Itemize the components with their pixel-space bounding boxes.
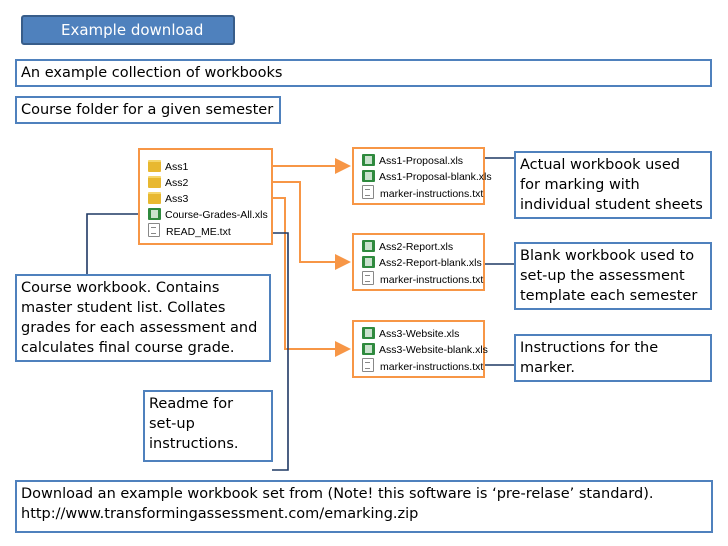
callout-readme: Readme for set-up instructions.	[143, 390, 273, 462]
list-item[interactable]: Ass1-Proposal.xls	[362, 153, 463, 169]
folder-icon	[148, 160, 161, 172]
callout-actual-workbook: Actual workbook used for marking with in…	[514, 151, 712, 219]
course-folder-panel: Ass1 Ass2 Ass3 Course-Grades-All.xls REA…	[138, 148, 273, 245]
list-item[interactable]: marker-instructions.txt	[362, 358, 483, 374]
callout-marker-instructions: Instructions for the marker.	[514, 334, 712, 382]
text-file-icon	[362, 271, 374, 285]
ass2-folder-panel: Ass2-Report.xls Ass2-Report-blank.xls ma…	[352, 233, 485, 291]
excel-icon	[148, 208, 161, 220]
list-item[interactable]: Ass2-Report-blank.xls	[362, 255, 482, 271]
course-folder-heading: Course folder for a given semester	[15, 96, 281, 124]
list-item[interactable]: Course-Grades-All.xls	[148, 207, 268, 223]
excel-icon	[362, 256, 375, 268]
excel-icon	[362, 343, 375, 355]
collection-heading: An example collection of workbooks	[15, 59, 712, 87]
text-file-icon	[148, 223, 160, 237]
text-file-icon	[362, 358, 374, 372]
title-label: Example download	[61, 21, 204, 39]
callout-blank-workbook: Blank workbook used to set-up the assess…	[514, 242, 712, 310]
title-tab: Example download	[21, 15, 235, 45]
download-note: Download an example workbook set from (N…	[21, 486, 654, 502]
list-item[interactable]: Ass3-Website-blank.xls	[362, 342, 488, 358]
list-item[interactable]: Ass2-Report.xls	[362, 239, 453, 255]
line-course	[86, 213, 148, 274]
course-folder-heading-text: Course folder for a given semester	[21, 102, 274, 118]
ass3-folder-panel: Ass3-Website.xls Ass3-Website-blank.xls …	[352, 320, 488, 378]
ass1-folder-panel: Ass1-Proposal.xls Ass1-Proposal-blank.xl…	[352, 147, 492, 205]
list-item[interactable]: READ_ME.txt	[148, 223, 231, 239]
excel-icon	[362, 154, 375, 166]
list-item[interactable]: marker-instructions.txt	[362, 185, 483, 201]
excel-icon	[362, 327, 375, 339]
excel-icon	[362, 240, 375, 252]
list-item[interactable]: Ass3	[148, 191, 188, 207]
list-item[interactable]: marker-instructions.txt	[362, 271, 483, 287]
list-item[interactable]: Ass2	[148, 175, 188, 191]
folder-icon	[148, 192, 161, 204]
download-link[interactable]: http://www.transformingassessment.com/em…	[21, 506, 419, 522]
text-file-icon	[362, 185, 374, 199]
download-box: Download an example workbook set from (N…	[15, 480, 713, 533]
folder-icon	[148, 176, 161, 188]
callout-course-workbook: Course workbook. Contains master student…	[15, 274, 271, 362]
list-item[interactable]: Ass1	[148, 159, 188, 175]
list-item[interactable]: Ass1-Proposal-blank.xls	[362, 169, 492, 185]
collection-heading-text: An example collection of workbooks	[21, 65, 283, 81]
list-item[interactable]: Ass3-Website.xls	[362, 326, 459, 342]
excel-icon	[362, 170, 375, 182]
